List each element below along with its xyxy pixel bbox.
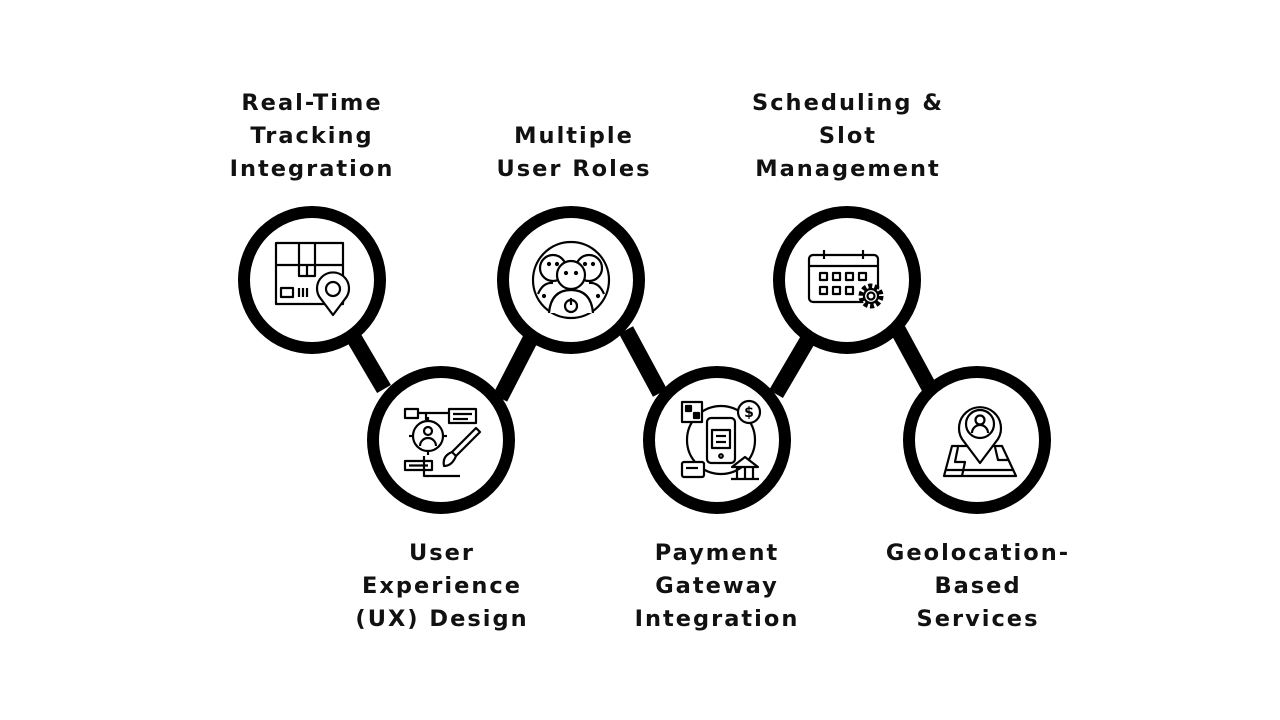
calendar-settings-icon (807, 250, 884, 309)
step-label-6-line-1: Geolocation- (885, 540, 1071, 566)
step-label-1-line-1: Real-Time (241, 90, 383, 116)
connectors (347, 326, 938, 402)
step-label-3-line-1: Multiple (514, 123, 634, 149)
step-label-6: Geolocation- Based Services (868, 537, 1088, 636)
step-label-4: Payment Gateway Integration (607, 537, 827, 636)
step-label-1-line-3: Integration (229, 156, 395, 182)
step-label-1-line-2: Tracking (250, 123, 374, 149)
step-label-6-line-3: Services (916, 606, 1040, 632)
map-location-user-icon (942, 406, 1018, 478)
step-node-4: $ (643, 366, 791, 514)
step-label-2-line-3: (UX) Design (355, 606, 529, 632)
connector-3-4 (618, 326, 668, 397)
svg-text:$: $ (744, 405, 754, 421)
step-label-2: User Experience (UX) Design (332, 537, 552, 636)
user-roles-icon (531, 240, 611, 320)
connector-5-6 (890, 326, 938, 393)
step-label-3: Multiple User Roles (464, 120, 684, 186)
step-label-1: Real-Time Tracking Integration (202, 87, 422, 186)
step-label-5-line-2: Slot (818, 123, 878, 149)
step-label-4-line-2: Gateway (655, 573, 779, 599)
step-label-3-line-2: User Roles (496, 156, 652, 182)
connector-4-5 (769, 331, 817, 399)
step-label-5-line-1: Scheduling & (752, 90, 944, 116)
package-location-icon (274, 241, 351, 317)
step-label-4-line-3: Integration (634, 606, 800, 632)
step-label-5: Scheduling & Slot Management (738, 87, 958, 186)
connector-1-2 (347, 333, 391, 394)
step-node-1 (238, 206, 386, 354)
step-label-2-line-1: User (408, 540, 476, 566)
step-node-5 (773, 206, 921, 354)
step-label-2-line-2: Experience (362, 573, 522, 599)
step-node-6 (903, 366, 1051, 514)
payment-gateway-icon: $ (680, 399, 762, 481)
ux-design-icon (403, 407, 482, 478)
step-node-3 (497, 206, 645, 354)
step-label-5-line-3: Management (755, 156, 941, 182)
step-node-2 (367, 366, 515, 514)
connector-2-3 (492, 332, 540, 402)
step-label-6-line-2: Based (934, 573, 1022, 599)
step-label-4-line-1: Payment (654, 540, 780, 566)
